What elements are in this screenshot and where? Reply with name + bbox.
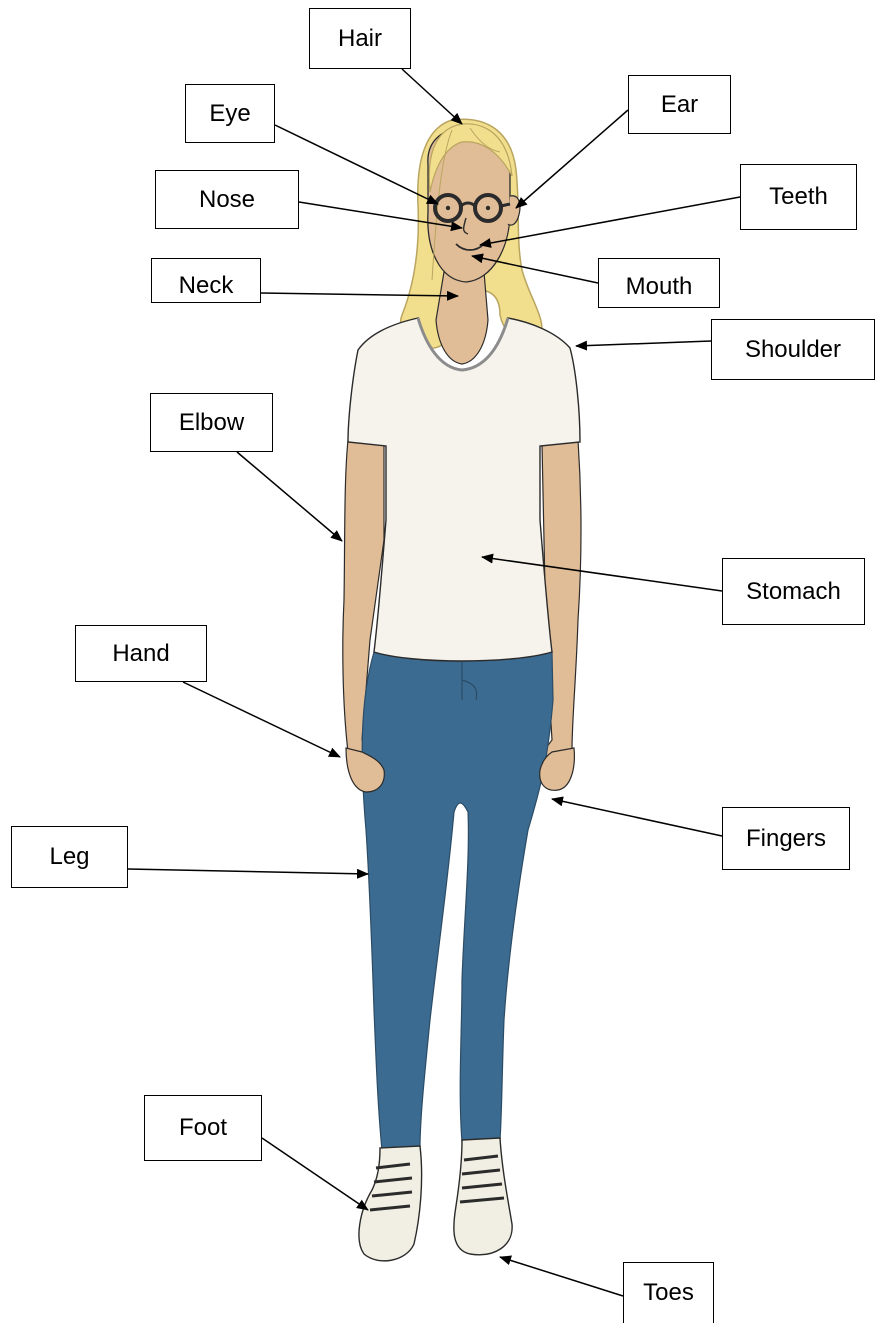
label-leg: Leg [11,826,128,888]
arrow-shoulder [576,341,711,346]
eye-right [486,206,490,210]
label-neck: Neck [151,258,261,303]
label-mouth: Mouth [598,258,720,308]
label-toes: Toes [623,1262,714,1323]
eye-left [446,206,450,210]
label-ear: Ear [628,75,731,134]
label-fingers: Fingers [722,807,850,870]
label-elbow: Elbow [150,393,273,452]
label-teeth: Teeth [740,164,857,230]
arrow-toes [500,1257,623,1296]
label-foot: Foot [144,1095,262,1161]
label-hand: Hand [75,625,207,682]
right-shoe [454,1138,512,1255]
arrow-hair [402,69,462,124]
jeans [362,652,553,1150]
label-hair: Hair [309,8,411,69]
arrow-fingers [552,799,722,836]
arrow-elbow [237,452,342,541]
arrow-eye [275,125,438,204]
label-stomach: Stomach [722,558,865,625]
arrow-ear [516,110,628,208]
neck [436,272,488,364]
arrow-hand [183,682,340,757]
arrow-leg [128,869,368,874]
left-shoe [359,1146,422,1261]
label-shoulder: Shoulder [711,319,875,380]
arrow-foot [262,1138,368,1210]
label-eye: Eye [185,84,275,143]
label-nose: Nose [155,170,299,229]
